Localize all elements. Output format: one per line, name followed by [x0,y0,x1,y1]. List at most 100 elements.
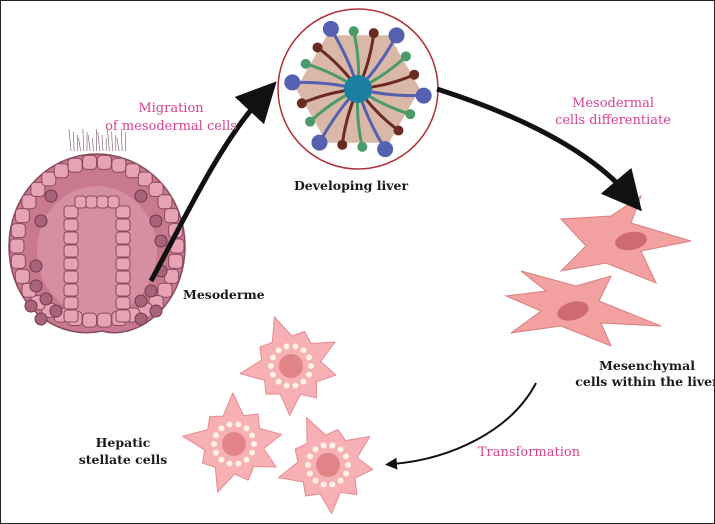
duct-bulb [400,51,411,62]
lipid-droplet [329,481,336,488]
duct-bulb [337,139,348,150]
lipid-droplet [269,371,276,378]
tube-cell [115,244,131,258]
duct-bulb [405,109,416,120]
mesodermal-cell [134,312,148,326]
mesodermal-cell [29,259,43,273]
cilia [68,128,72,152]
mesodermal-cell [134,294,148,308]
mesenchymal-label: Mesenchymal [599,358,695,373]
arrow-differentiate [436,86,642,212]
lipid-droplet [249,449,256,456]
lipid-droplet [251,441,257,447]
lipid-droplet [306,453,313,460]
epithelial-cell [10,223,26,239]
lipid-droplet [226,421,233,428]
arrow-migration [148,81,277,283]
epithelial-cell [9,238,25,254]
lipid-droplet [212,432,219,439]
stellate-nucleus [222,432,246,456]
migration-label: Migration [138,101,204,116]
lipid-droplet [306,354,313,361]
stellate-nucleus [316,453,340,477]
lipid-droplet [243,425,250,432]
lipid-droplet [300,347,307,354]
lipid-droplet [337,446,344,453]
lipid-droplet [268,363,274,369]
epithelial-cell [30,181,46,197]
mesodermal-cell [134,189,148,203]
lipid-droplet [283,382,290,389]
mesodermal-cell [149,304,163,318]
cilia [97,131,101,152]
duct-bulb [409,69,420,80]
arrow-transformation [385,382,537,470]
epithelial-cell [41,171,57,187]
transformation-label: Transformation [478,445,581,460]
mesodermal-cell [154,234,168,248]
cilia [111,131,113,152]
epithelial-cell [168,253,184,269]
cilia [116,137,120,152]
lipid-droplet [283,343,290,350]
lipid-droplet [212,449,219,456]
duct-bulb [296,98,307,109]
differentiate-label-line2: cells differentiate [555,113,671,128]
stellate-nucleus [279,354,303,378]
epithelial-cell [148,181,164,197]
central-vein [344,75,372,103]
duct-bulb [357,141,368,152]
duct-bulb [311,134,328,151]
lipid-droplet [345,462,351,468]
tube-cell [63,296,79,310]
lipid-droplet [226,460,233,467]
mesenchymal-nucleus [557,301,589,321]
duct-bulb [377,141,394,158]
lipid-droplet [211,441,217,447]
duct-bulb [300,58,311,69]
duct-bulb [393,125,404,136]
cilia [72,131,75,152]
mesodermal-cell [149,214,163,228]
mesenchymal-nucleus [615,231,647,251]
duct-bulb [312,42,323,53]
tube-cell [63,283,79,297]
mesodermal-cell [144,284,158,298]
epithelial-cell [164,208,180,224]
mesodermal-cell [34,312,48,326]
hepatic-stellate-cells [182,316,374,515]
mesodermal-cell [39,292,53,306]
mesodermal-cell [29,279,43,293]
mesenchymal-label-line2: cells within the liver [575,374,715,389]
epithelial-cell [21,194,37,210]
epithelial-cell [96,312,112,328]
lipid-droplet [329,442,336,449]
lipid-droplet [312,446,319,453]
migration-label-line2: of mesodermal cells [105,119,237,134]
tube-cell [63,231,79,245]
lipid-droplet [218,456,225,463]
lipid-droplet [343,470,350,477]
lipid-droplet [218,425,225,432]
lipid-droplet [292,382,299,389]
tube-cell [115,296,131,310]
tube-cell [63,218,79,232]
epithelial-cell [157,194,173,210]
cilia [120,128,123,152]
mesenchymal-cells [504,194,692,347]
tube-cell [74,195,87,209]
lipid-droplet [249,432,256,439]
epithelial-cell [10,253,26,269]
tube-cell [115,218,131,232]
epithelial-cell [67,157,83,173]
lipid-droplet [343,453,350,460]
epithelial-cell [137,171,153,187]
tube-cell [85,195,98,209]
duct-bulb [322,20,339,37]
lipid-droplet [275,378,282,385]
lipid-droplet [312,477,319,484]
tube-cell [63,309,79,323]
duct-bulb [368,28,379,39]
tube-cell [63,205,79,219]
